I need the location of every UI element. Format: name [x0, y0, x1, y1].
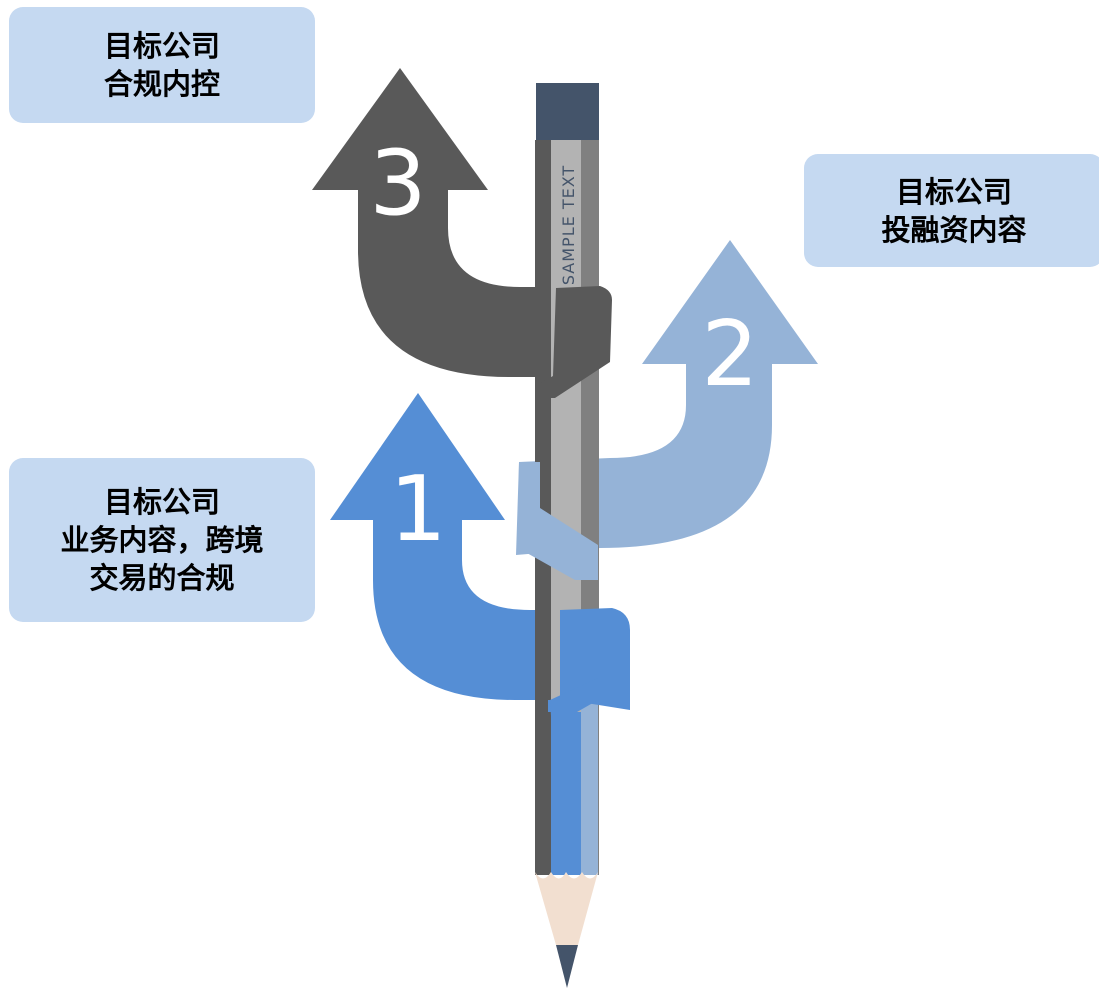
step-2-label-box: 目标公司 投融资内容	[804, 154, 1099, 267]
step-3-line-2: 合规内控	[103, 67, 220, 101]
arrow-1-wrap	[548, 608, 630, 712]
step-3-label-box: 目标公司 合规内控	[9, 7, 315, 123]
arrow-2-head	[642, 240, 818, 364]
arrow-1-body	[373, 518, 560, 700]
step-1-line-2: 业务内容，跨境	[60, 523, 264, 557]
arrow-1-number: 1	[389, 457, 446, 562]
arrow-3-wrap	[535, 286, 612, 398]
arrow-1: 1	[330, 393, 560, 700]
arrow-1-head	[330, 393, 505, 520]
arrow-3-head	[312, 68, 488, 190]
step-1-line-3: 交易的合规	[89, 561, 235, 595]
step-2-line-2: 投融资内容	[881, 212, 1027, 247]
pencil-wood-tip	[535, 872, 598, 945]
step-1-label-box: 目标公司 业务内容，跨境 交易的合规	[9, 458, 315, 622]
arrow-2-number: 2	[701, 302, 758, 407]
arrow-3-number: 3	[369, 131, 426, 236]
step-2-line-1: 目标公司	[895, 174, 1012, 209]
arrow-3-body	[358, 188, 560, 377]
pencil-lead	[556, 945, 578, 988]
pencil-cap	[536, 83, 599, 140]
arrow-1-wrap-fold	[550, 678, 598, 716]
arrow-3: 3	[312, 68, 560, 377]
pencil-label: SAMPLE TEXT	[559, 165, 578, 285]
pencil-lower-lightblue	[581, 700, 598, 875]
step-1-line-1: 目标公司	[103, 485, 220, 519]
arrow-2-wrap	[518, 462, 598, 580]
pencil-lower-blue	[551, 712, 581, 875]
step-3-line-1: 目标公司	[103, 29, 220, 63]
